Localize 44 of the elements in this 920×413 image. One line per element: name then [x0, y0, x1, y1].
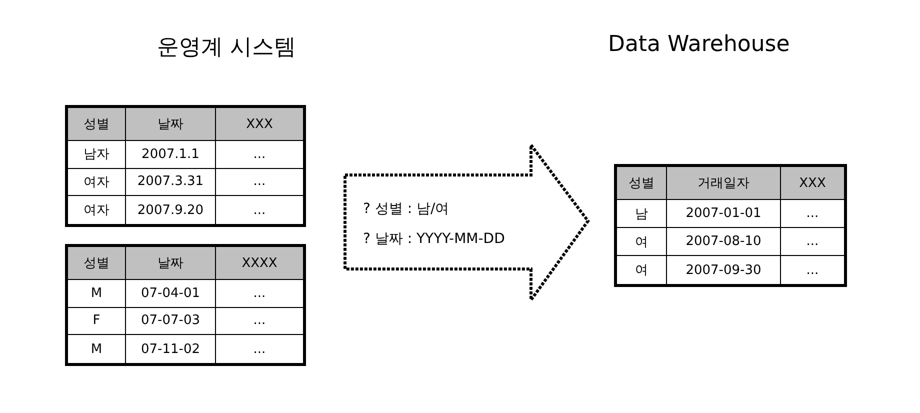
header-cell: 성별: [68, 247, 126, 280]
table-cell: 여: [617, 228, 667, 256]
header-cell: XXXX: [216, 247, 303, 280]
table-cell: 여: [617, 256, 667, 284]
table-cell-text: ...: [252, 202, 267, 220]
header-cell: 날짜: [126, 247, 216, 280]
table-cell: 07-04-01: [126, 280, 216, 308]
table-cell: ...: [781, 200, 844, 228]
data-table: [614, 164, 847, 287]
table-cell: ...: [781, 228, 844, 256]
table-cell: 2007-09-30: [667, 256, 781, 284]
data-table: [65, 244, 306, 366]
table-cell-text: ...: [805, 262, 820, 280]
mapping-rule: ? 날짜 : YYYY-MM-DD: [363, 230, 505, 248]
table-cell: ...: [216, 308, 303, 336]
table-cell: 2007-01-01: [667, 200, 781, 228]
table-cell: 남: [617, 200, 667, 228]
table-cell-text: ...: [252, 340, 267, 359]
section-title: Data Warehouse: [608, 32, 790, 57]
header-cell: XXX: [216, 108, 303, 141]
header-cell: 거래일자: [667, 167, 781, 200]
table-cell: 여자: [68, 168, 126, 196]
table-cell: 2007-08-10: [667, 228, 781, 256]
mapping-rule: ? 성별 : 남/여: [363, 200, 450, 218]
table-cell: 여자: [68, 196, 126, 224]
table-cell: M: [68, 280, 126, 308]
table-cell: ...: [216, 168, 303, 196]
table-cell: M: [68, 335, 126, 363]
header-cell: 성별: [617, 167, 667, 200]
table-cell: 07-11-02: [126, 335, 216, 363]
table-cell: ...: [216, 280, 303, 308]
header-cell: 성별: [68, 108, 126, 141]
table-cell: 2007.3.31: [126, 168, 216, 196]
table-cell: 2007.1.1: [126, 141, 216, 169]
table-cell: F: [68, 308, 126, 336]
arrow-shape: [343, 143, 591, 303]
section-title: 운영계 시스템: [157, 34, 296, 62]
data-table: [65, 105, 306, 227]
table-cell: 07-07-03: [126, 308, 216, 336]
header-cell: XXX: [781, 167, 844, 200]
table-cell: 2007.9.20: [126, 196, 216, 224]
table-cell: 남자: [68, 141, 126, 169]
header-cell: 날짜: [126, 108, 216, 141]
table-cell: ...: [216, 141, 303, 169]
